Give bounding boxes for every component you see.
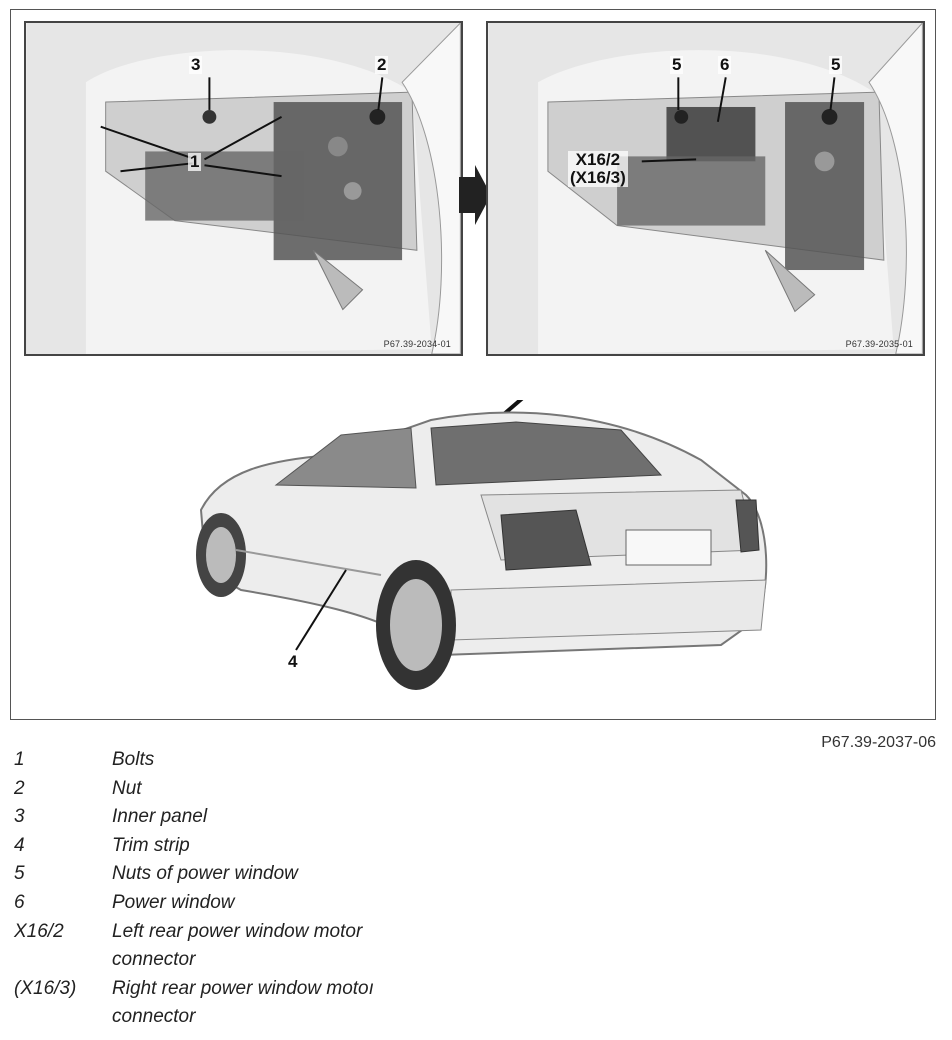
legend-text: Nut: [112, 777, 142, 799]
callout-4: 4: [288, 652, 298, 671]
legend-text: Inner panel: [112, 806, 208, 828]
door-interior-photo-right: 5 6 5 X16/2 (X16/3) P67.39-2035-01: [486, 21, 925, 356]
door-interior-drawing-right: [488, 23, 923, 354]
legend: 1 Bolts 2 Nut 3 Inner panel 4 Trim strip…: [14, 746, 434, 1032]
right-photo-code: P67.39-2035-01: [845, 339, 913, 349]
callout-6: 6: [718, 55, 732, 74]
legend-key: 5: [14, 863, 25, 885]
legend-row-6: 6 Power window: [14, 889, 434, 918]
legend-key: 1: [14, 749, 25, 770]
legend-key: X16/2: [14, 920, 64, 942]
legend-row-1: 1 Bolts: [14, 746, 434, 775]
legend-key: 4: [14, 834, 25, 856]
legend-key: 3: [14, 806, 25, 828]
legend-text: Trim strip: [112, 834, 190, 856]
legend-row-4: 4 Trim strip: [14, 832, 434, 861]
callout-2: 2: [375, 55, 389, 74]
legend-row-7: X16/2 Left rear power window motor conne…: [14, 918, 434, 975]
legend-key: (X16/3): [14, 977, 77, 999]
legend-row-2: 2 Nut: [14, 775, 434, 804]
door-interior-photo-left: 3 2 1 P67.39-2034-01: [24, 21, 463, 356]
figure-frame: 3 2 1 P67.39-2034-01 5 6 5 X16/2: [10, 9, 936, 720]
legend-text: Nuts of power window: [112, 863, 298, 885]
callout-5-left: 5: [670, 55, 684, 74]
legend-key: 6: [14, 891, 25, 913]
legend-row-5: 5 Nuts of power window: [14, 860, 434, 889]
legend-row-8: (X16/3) Right rear power window motoı co…: [14, 975, 434, 1032]
figure-code: P67.39-2037-06: [821, 734, 936, 751]
callout-3: 3: [189, 55, 203, 74]
car-drawing: [196, 400, 768, 690]
car-rear-illustration: 4: [181, 400, 781, 710]
legend-text: Right rear power window motoı connector: [112, 977, 374, 1028]
legend-text: Power window: [112, 891, 235, 913]
callout-5-right: 5: [829, 55, 843, 74]
callout-1: 1: [188, 152, 202, 171]
callout-x16: X16/2 (X16/3): [568, 150, 628, 187]
legend-text: Bolts: [112, 749, 155, 770]
right-arrow-icon: [459, 165, 491, 225]
legend-text: Left rear power window motor connector: [112, 920, 363, 971]
legend-row-3: 3 Inner panel: [14, 803, 434, 832]
door-interior-drawing-left: [26, 23, 461, 354]
left-photo-code: P67.39-2034-01: [383, 339, 451, 349]
legend-key: 2: [14, 777, 25, 799]
